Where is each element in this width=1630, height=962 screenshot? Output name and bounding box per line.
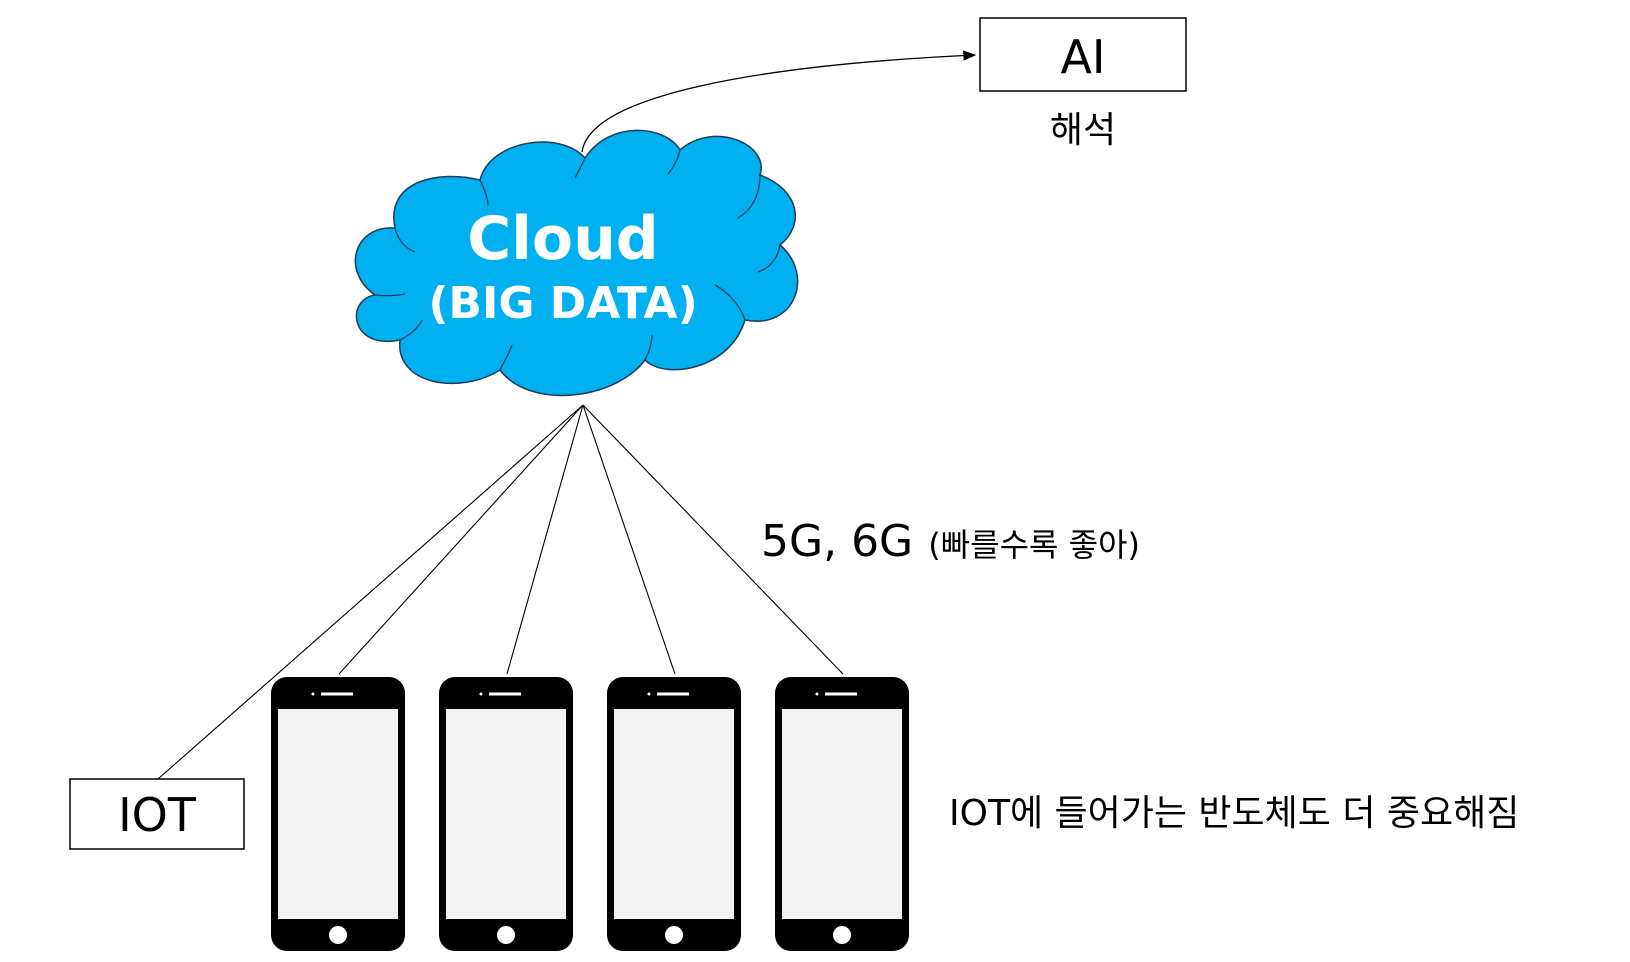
line-to-phone-1 [338, 404, 584, 675]
phone-icon [775, 677, 909, 951]
ai-label: AI [1060, 30, 1105, 84]
cloud-title: Cloud [467, 204, 658, 274]
semiconductor-note: IOT에 들어가는 반도체도 더 중요해짐 [949, 793, 1519, 834]
line-to-phone-3 [582, 404, 676, 675]
ai-caption: 해석 [1050, 110, 1116, 151]
cloud-shape [354, 129, 799, 397]
network-speed: 5G, 6G [761, 516, 913, 567]
line-to-phone-4 [582, 404, 844, 675]
iot-label: IOT [118, 788, 197, 842]
network-label: 5G, 6G (빠를수록 좋아) [761, 516, 1140, 567]
phone-icon [439, 677, 573, 951]
line-to-iot [157, 404, 584, 780]
ai-box: AI [979, 17, 1187, 92]
line-to-phone-2 [506, 404, 584, 675]
phone-icon [607, 677, 741, 951]
network-note: (빠를수록 좋아) [928, 526, 1140, 564]
connection-lines [157, 404, 844, 780]
cloud-outline [354, 129, 799, 397]
phone-devices [271, 677, 909, 951]
cloud-to-ai-arrow [581, 50, 977, 153]
cloud-subtitle: (BIG DATA) [428, 278, 697, 329]
iot-box: IOT [69, 778, 245, 850]
phone-icon [271, 677, 405, 951]
